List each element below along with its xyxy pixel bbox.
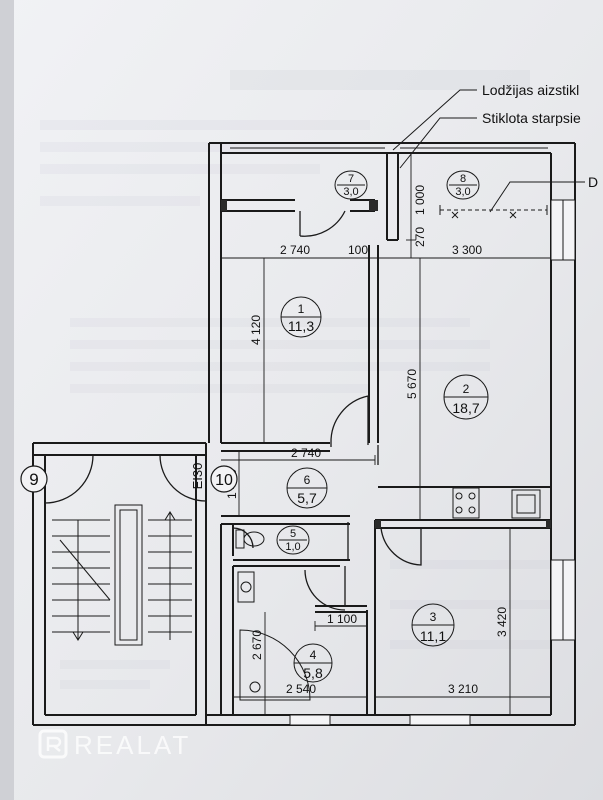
dim-5670: 5 670 [405,369,419,399]
stair-marker-number: 9 [29,470,38,489]
room-3-area: 11,1 [420,628,446,644]
callout-cut-label: D [588,174,598,190]
shower-icon [239,629,311,701]
room-2-area: 18,7 [452,400,479,416]
wall-fills [221,200,551,528]
dim-4120: 4 120 [249,315,263,345]
washbasin-icon [237,571,255,603]
dim-2740-mid: 2 740 [291,446,321,460]
stove-icon [452,487,480,519]
staircase [52,504,192,646]
room-3-number: 3 [430,610,437,624]
sink-icon [511,489,541,519]
realat-logo-icon [38,729,68,759]
dim-100: 100 [348,243,368,257]
dimension-lines [220,152,552,716]
dim-1000: 1 000 [413,185,427,215]
room-badge-5: 5 1,0 [276,525,310,555]
room-badge-3: 3 11,1 [411,603,455,647]
room-badge-4: 4 5,8 [293,643,333,683]
bleed-through-text [40,70,560,689]
doors [44,210,422,611]
room-badge-2: 2 18,7 [443,374,489,420]
stair-marker: 9 [20,465,48,493]
dim-2740-top: 2 740 [280,243,310,257]
page-shadow [0,0,14,800]
dim-270: 270 [413,227,427,247]
dim-2540: 2 540 [286,682,316,696]
room-7-area: 3,0 [343,186,358,198]
room-5-number: 5 [290,528,296,540]
dim-1100: 1 100 [327,612,357,626]
room-2-number: 2 [463,382,470,396]
watermark: REALAT [38,729,191,760]
watermark-text: REALAT [74,730,191,760]
entry-marker: 10 [210,465,238,493]
room-4-number: 4 [310,648,317,662]
room-4-area: 5,8 [303,665,323,681]
callout-leaders [392,89,585,213]
callout-glass-partition: Stiklota starpsie [482,110,581,126]
fire-rating-label: EI30 [190,463,205,490]
room-6-number: 6 [304,473,311,487]
room-badge-8: 8 3,0 [446,170,480,200]
room-badge-1: 1 11,3 [280,296,322,338]
room-badge-6: 6 5,7 [286,467,328,509]
room-8-area: 3,0 [455,186,470,198]
dim-2670: 2 670 [250,630,264,660]
room-6-area: 5,7 [297,490,317,506]
room-1-number: 1 [298,302,305,316]
windows [289,199,576,726]
dim-3210: 3 210 [448,682,478,696]
room-5-area: 1,0 [285,541,300,553]
room-7-number: 7 [348,173,354,185]
dim-3300: 3 300 [452,243,482,257]
fixtures [235,205,548,701]
room-badge-7: 7 3,0 [334,170,368,200]
dim-3420: 3 420 [495,607,509,637]
room-1-area: 11,3 [288,318,314,334]
room-8-number: 8 [460,173,466,185]
entry-marker-number: 10 [215,472,233,489]
callout-loggia-glazing: Lodžijas aizstikl [482,82,579,98]
